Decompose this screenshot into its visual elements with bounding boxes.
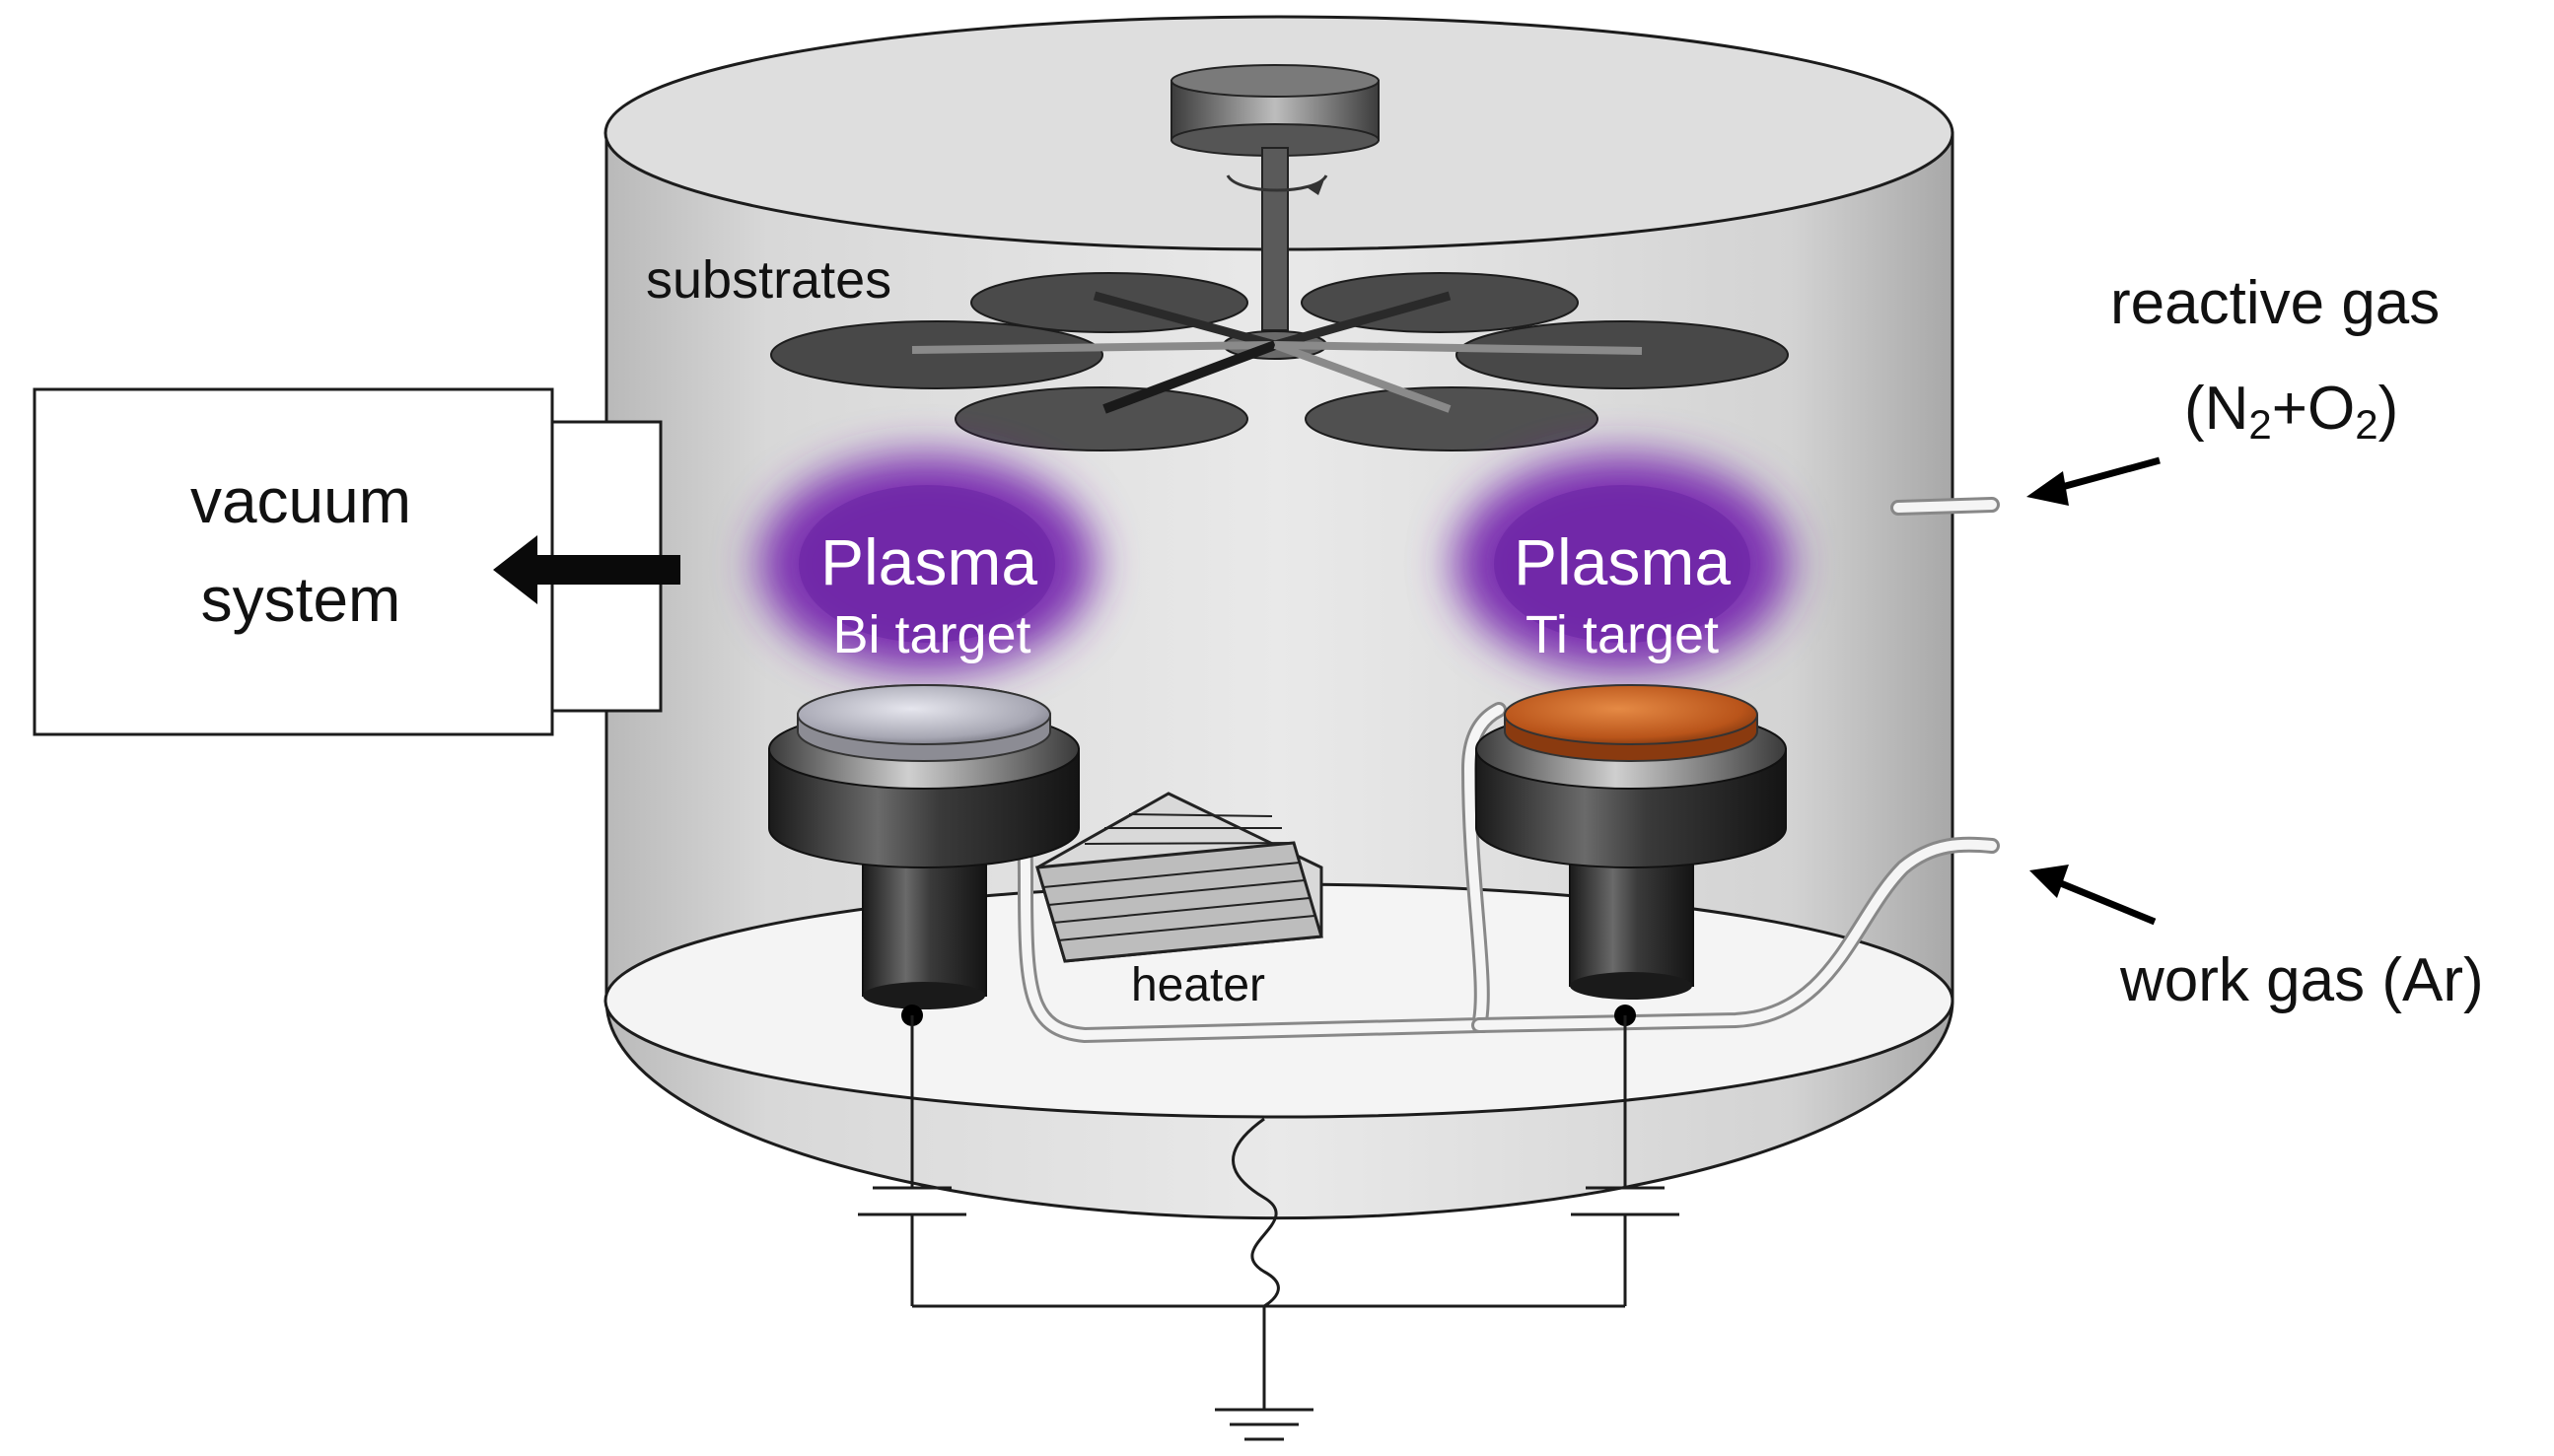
work-gas-label: work gas (Ar) [2119, 946, 2484, 1014]
reactive-gas-label: reactive gas [2110, 269, 2440, 337]
substrates-label: substrates [646, 250, 891, 310]
work-gas-arrow-icon [2029, 865, 2069, 898]
vacuum-system-box [33, 387, 554, 736]
plasma-label-left: Plasma [820, 525, 1037, 598]
substrate-holder [1171, 64, 1380, 331]
reactive-gas-arrow-icon [2026, 471, 2069, 506]
vacuum-system: vacuum system [33, 387, 680, 736]
heater: heater [1035, 792, 1323, 1011]
plasma-label-right: Plasma [1514, 525, 1731, 598]
heater-label: heater [1131, 959, 1265, 1011]
heater-wire [1232, 1117, 1280, 1308]
substrate-disc [770, 320, 1103, 389]
plasma-glows [759, 455, 1790, 672]
magnetron-bi [768, 684, 1080, 1009]
substrate-discs [770, 272, 1789, 451]
substrate-disc [1455, 320, 1789, 389]
bi-target-label: Bi target [832, 605, 1030, 664]
electrical-circuit [858, 1005, 1679, 1441]
gas-arrows [2026, 456, 2161, 926]
ti-target-label: Ti target [1525, 605, 1719, 664]
reactive-gas-formula: (N2+O2) [2184, 375, 2398, 448]
ti-target-disc [1504, 684, 1758, 745]
magnetron-ti [1475, 684, 1787, 1000]
vacuum-arrow-icon [493, 535, 680, 604]
vacuum-label-line1: vacuum [190, 465, 411, 536]
substrate-disc [1305, 386, 1598, 451]
substrate-disc [955, 386, 1248, 451]
vacuum-label-line2: system [201, 564, 401, 635]
